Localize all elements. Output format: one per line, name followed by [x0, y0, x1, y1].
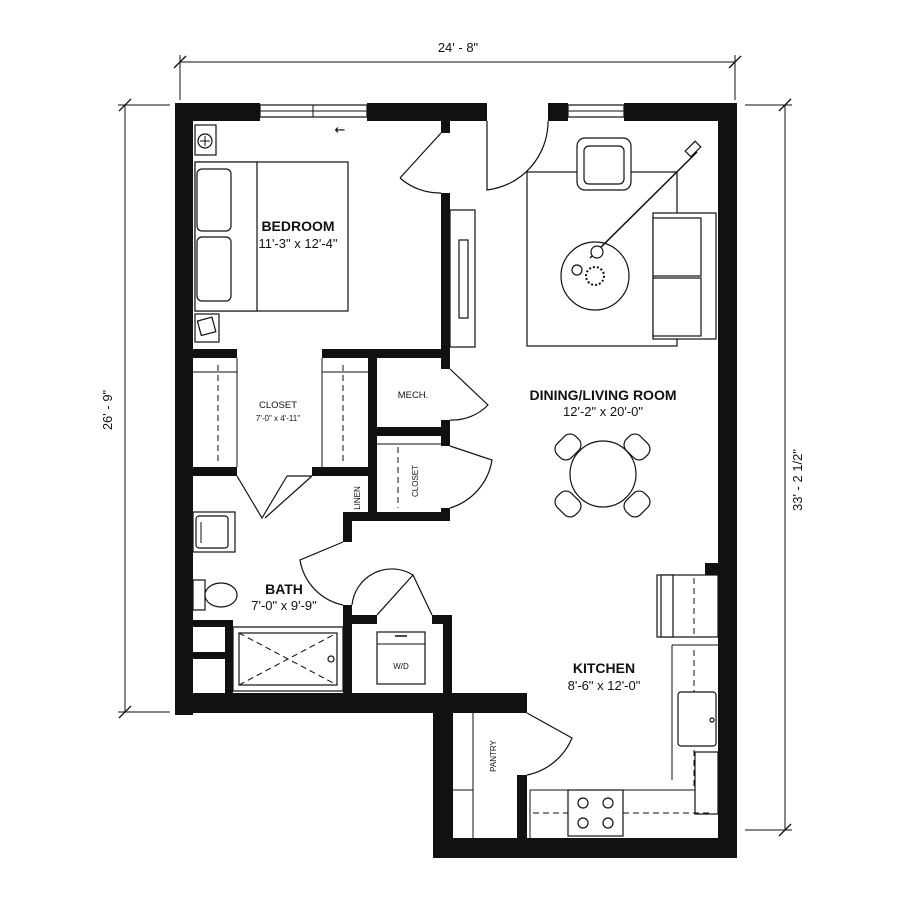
shower — [232, 626, 344, 692]
dining-table — [554, 433, 651, 518]
washer-dryer — [376, 631, 426, 685]
closet-size: 7'-0" x 4'-11" — [256, 414, 300, 423]
mech-label: MECH. — [398, 390, 429, 401]
dimension-right-height: 33' - 2 1/2" — [790, 449, 805, 511]
bed — [194, 161, 349, 312]
sofa — [652, 212, 717, 340]
closet-name: CLOSET — [259, 400, 297, 411]
closet-small-label: CLOSET — [411, 465, 420, 497]
kitchen-name: KITCHEN — [573, 660, 635, 676]
dimension-lines — [118, 55, 792, 837]
windows — [259, 104, 625, 118]
dimension-width: 24' - 8" — [438, 40, 479, 55]
bedroom-size: 11'-3" x 12'-4" — [259, 236, 338, 251]
dining-living-size: 12'-2" x 20'-0" — [563, 404, 643, 419]
bath-size: 7'-0" x 9'-9" — [251, 598, 317, 613]
wd-label: W/D — [393, 662, 409, 671]
refrigerator — [656, 574, 719, 638]
dimension-left-height: 26' - 9" — [100, 389, 115, 430]
exterior-walls — [175, 103, 737, 858]
doors — [236, 120, 573, 776]
pantry-shelves — [453, 713, 474, 838]
media-console — [449, 209, 476, 348]
linen-label: LINEN — [353, 486, 362, 510]
closet-shelves — [193, 358, 368, 467]
pantry-label: PANTRY — [489, 739, 498, 771]
dining-living-name: DINING/LIVING ROOM — [530, 387, 677, 403]
window-arrow: ← — [335, 123, 346, 138]
kitchen-size: 8'-6" x 12'-0" — [568, 678, 641, 693]
kitchen-counter-right — [671, 644, 719, 815]
nightstand-bottom — [194, 313, 220, 343]
toilet — [192, 579, 238, 611]
bedroom-name: BEDROOM — [261, 218, 334, 234]
armchair — [576, 137, 632, 191]
cooktop — [567, 789, 624, 837]
linen-shelves — [377, 443, 441, 508]
vanity — [192, 511, 236, 553]
floor-lamp — [589, 140, 702, 259]
coffee-table — [560, 241, 630, 311]
interior-walls — [193, 121, 718, 838]
nightstand-top — [194, 124, 217, 156]
bath-name: BATH — [265, 581, 303, 597]
